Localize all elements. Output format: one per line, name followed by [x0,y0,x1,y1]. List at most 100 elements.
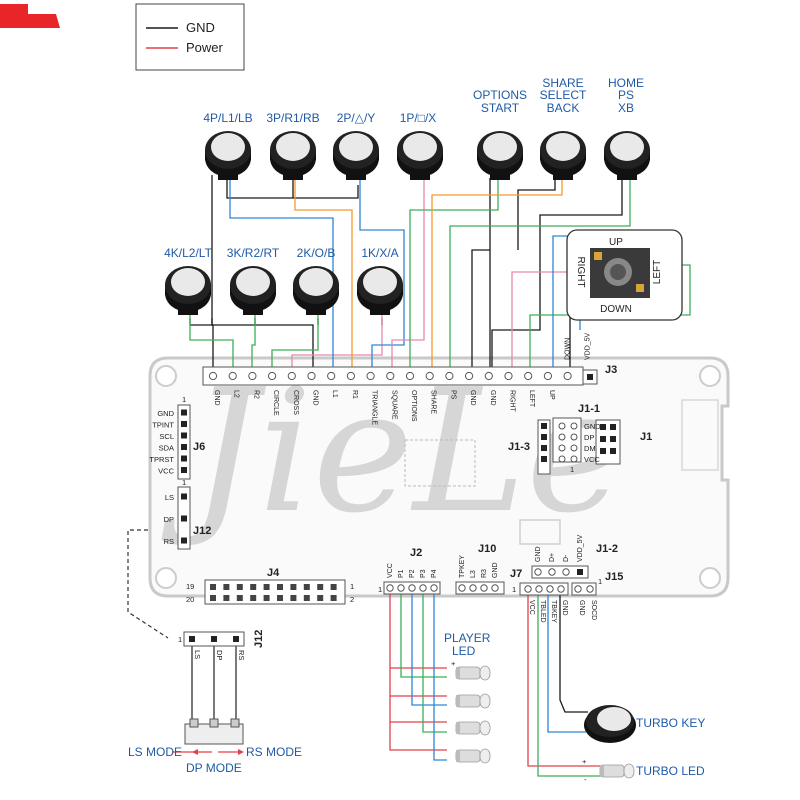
turbo-led-label: TURBO LED [636,764,705,778]
j12-pin-label: RS [164,537,174,546]
j7-pin-label: TBKEY [550,600,557,623]
rs-mode-label: RS MODE [246,745,302,759]
j12-pin-label: DP [164,515,174,524]
j1-pin [600,448,606,454]
j4-pin [210,595,216,601]
label-xb: XB [618,101,634,115]
j2-pin [408,584,416,592]
j10-pin-label: R3 [481,569,488,578]
j1-1-pin [570,422,578,430]
j4-header: J4 19 20 1 2 [186,567,354,605]
player-led-label-2: LED [452,644,476,658]
j4-pin1-label: 1 [350,582,354,591]
j1-2-title: J1-2 [596,543,618,555]
label-start: START [481,101,520,115]
j6-pin-label: TPINT [152,421,174,430]
header-pin [524,371,533,381]
turbo-key: TURBO KEY [584,705,705,743]
header-pin-label: LEFT [528,390,535,408]
header-pin-label: TRIANGLE [371,390,378,425]
button-2p-icon [333,131,379,180]
j1-2-pin-label: D- [563,554,570,562]
j2-pin1-label: 1 [378,585,382,594]
j4-pin [277,595,283,601]
wires [127,175,691,777]
joystick-right-label: RIGHT [575,256,586,287]
header-pin-label: CROSS [292,390,299,415]
j6-pin-label: SDA [159,444,174,453]
j1-2-pin-label: GND [535,546,542,562]
header-pin-label: L2 [233,390,240,398]
j6-pin [181,455,187,462]
j12-ext-pin-label: LS [193,650,202,659]
label-home: HOME [608,76,644,90]
header-pin [307,371,316,381]
label-4p: 4P/L1/LB [203,111,252,125]
j1-3-pin [541,423,547,429]
j2-pin [397,584,405,592]
header-pin-label: GND [312,390,319,406]
j12-ext-pin-label: RS [237,650,246,660]
player-led-4-icon [455,748,491,764]
header-pin [287,371,296,381]
header-pin [504,371,513,381]
j1-3-pin [541,456,547,462]
j4-pin [303,584,310,590]
j1-2-pin [548,568,556,576]
j4-pin [330,595,337,601]
header-pin [405,371,415,381]
header-pin-label: GND [489,390,496,406]
header-pin [366,371,375,381]
j12-ext-pin1-label: 1 [178,635,182,644]
header-pin-label: DOWN [565,338,572,360]
legend-box: GND Power [135,3,245,71]
header-pin-label: PS [449,390,456,400]
mode-switch: LS MODE RS MODE DP MODE [128,718,302,775]
pcb-board [148,356,730,598]
joystick-module: UP DOWN RIGHT LEFT [566,229,683,321]
header-pin [208,371,218,381]
j6-title: J6 [193,441,205,453]
j6-pin [181,444,187,450]
turbo-led-plus-label: + [582,757,587,766]
j7-pin [557,585,565,593]
j1-1-pin-label: DP [584,433,594,442]
button-home-icon [604,131,650,180]
header-pin-label: VDD_5V [584,332,591,360]
header-pin-label: UP [548,390,555,400]
j10-pin-label: TPKEY [459,555,466,578]
header-pin-label: R2 [252,390,259,399]
j4-pin [236,595,243,601]
header-pin [445,371,454,381]
j1-1-pin-label: GND [584,422,601,431]
j4-pin [250,584,257,590]
j2-pin-label: P3 [420,569,427,578]
header-pin-label: CIRCLE [272,390,279,416]
j6-pin-label: SCL [159,432,174,441]
label-select: SELECT [540,88,587,102]
joystick-left-label: LEFT [652,260,663,284]
j6-pin [181,421,187,427]
button-4p-icon [205,131,251,180]
player-led-3-icon [455,720,491,736]
header-pin [543,371,553,381]
j12-pin1-label: 1 [182,478,186,487]
j6-pin [181,432,187,439]
j4-pin19-label: 19 [186,582,194,591]
led-plus-label: + [451,659,456,668]
j1-2-pin-label: D+ [549,553,556,562]
button-3k-icon [230,266,276,315]
j1-3-title: J1-3 [508,441,530,453]
j1-1-pin [558,433,566,441]
j4-pin [317,584,324,590]
j12-pin [181,515,187,522]
button-options-icon [477,131,523,180]
j2-pin-label: P4 [431,569,438,578]
turbo-led: + - TURBO LED [582,757,705,784]
j10-title: J10 [478,543,496,555]
